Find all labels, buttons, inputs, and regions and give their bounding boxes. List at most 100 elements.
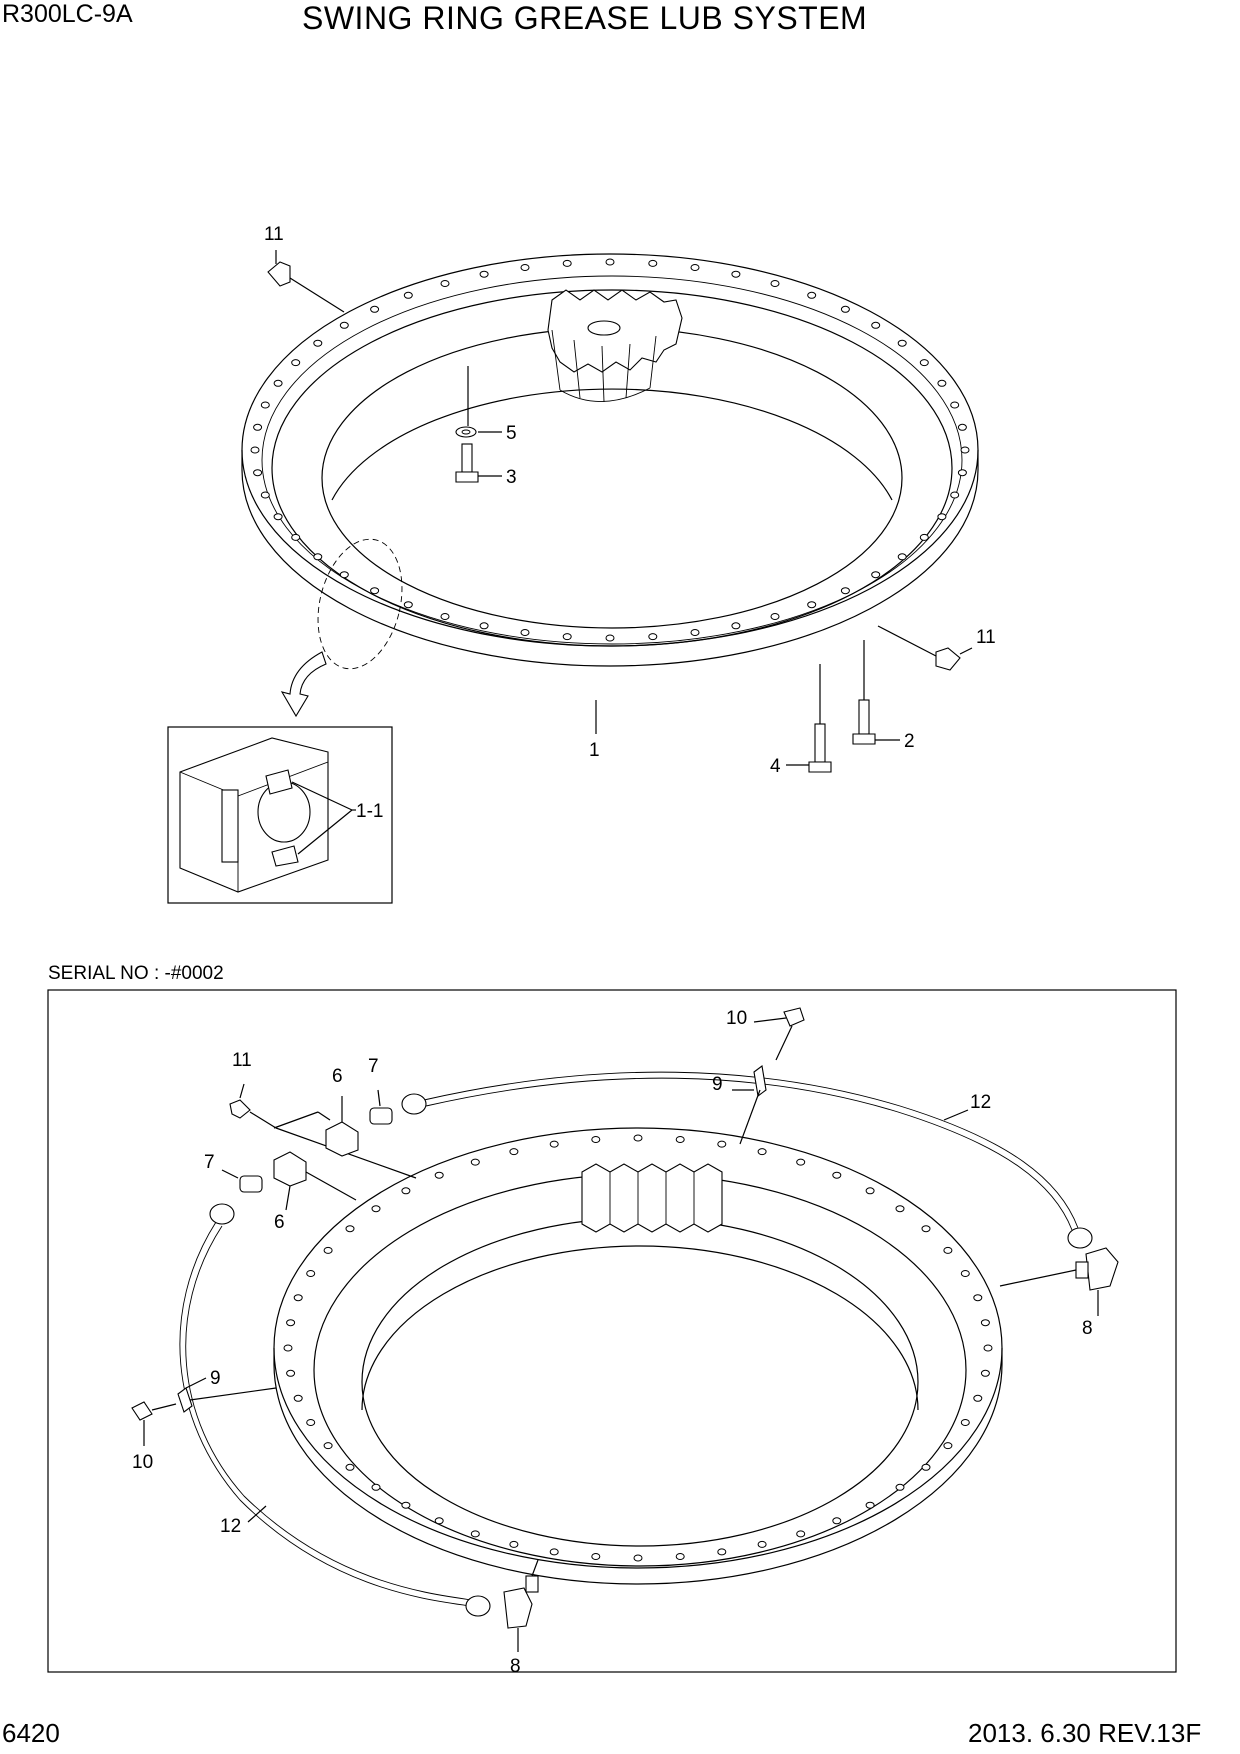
ring-bolt-hole (273, 379, 283, 387)
ring-bolt-hole (509, 1540, 519, 1548)
page-number: 6420 (2, 1718, 60, 1748)
ring-bolt-hole (937, 513, 947, 521)
ring-bolt-hole (291, 359, 301, 367)
ring-bolt-hole (345, 1463, 355, 1471)
ring-bolt-hole (562, 633, 572, 641)
ring-bolt-hole (717, 1140, 727, 1148)
ring-bolt-hole (973, 1294, 983, 1302)
ring-bolt-hole (980, 1369, 990, 1377)
ring-bolt-hole (960, 446, 970, 454)
ring-bolt-hole (770, 280, 780, 287)
detail-box-1-1 (167, 726, 393, 904)
ring-bolt-hole (796, 1530, 806, 1538)
ring-bolt-hole (832, 1517, 842, 1525)
callout-7-upper: 7 (368, 1056, 379, 1077)
ring-bolt-hole (260, 491, 270, 499)
ring-bolt-hole (895, 1483, 905, 1491)
ring-bolt-hole (865, 1187, 875, 1195)
ring-bolt-hole (717, 1548, 727, 1556)
ring-bolt-hole (648, 633, 658, 641)
ring-bolt-hole (520, 264, 530, 271)
ring-bolt-hole (345, 1225, 355, 1233)
ring-bolt-hole (950, 491, 960, 499)
callout-10-upper: 10 (726, 1008, 747, 1029)
ring-bolt-hole (897, 339, 907, 347)
grease-hose-12-upper (401, 1071, 1093, 1249)
ring-bolt-hole (937, 379, 947, 387)
ring-bolt-hole (895, 1205, 905, 1213)
callout-3: 3 (506, 467, 517, 488)
ring-bolt-hole (313, 553, 323, 561)
ring-bolt-hole (260, 401, 270, 409)
ring-bolt-hole (549, 1548, 559, 1556)
ring-bolt-hole (648, 259, 658, 267)
ring-bolt-hole (253, 423, 263, 431)
ring-bolt-hole (690, 629, 700, 636)
callout-7-lower: 7 (204, 1152, 215, 1173)
ring-bolt-hole (943, 1246, 953, 1254)
ring-bolt-hole (323, 1246, 333, 1254)
ring-bolt-hole (253, 469, 263, 477)
elbow-8-right (999, 1247, 1119, 1316)
ring-bolt-hole (983, 1344, 993, 1352)
ring-bolt-hole (434, 1171, 444, 1179)
grease-nipple-11-upper-left (267, 250, 345, 313)
ring-bolt-hole (957, 469, 967, 477)
ring-bolt-hole (807, 601, 817, 609)
callout-8-lower: 8 (510, 1656, 521, 1677)
callout-1-1: 1-1 (356, 801, 383, 822)
ring-bolt-hole (470, 1158, 480, 1166)
ring-bolt-hole (401, 1501, 411, 1509)
ring-bolt-hole (371, 1483, 381, 1491)
callout-6-lower: 6 (274, 1212, 285, 1233)
callout-12-lower: 12 (220, 1516, 241, 1537)
ring-bolt-hole (509, 1148, 519, 1156)
callout-6-upper: 6 (332, 1066, 343, 1087)
ring-bolt-hole (960, 1270, 970, 1277)
ring-bolt-hole (675, 1553, 685, 1560)
grease-nipple-11-lower (229, 1083, 417, 1179)
adapter-7-lower (221, 1169, 263, 1193)
ring-bolt-hole (919, 359, 929, 367)
ring-bolt-hole (440, 280, 450, 287)
model-number: R300LC-9A (2, 0, 133, 28)
grease-nipple-11-right (877, 625, 973, 671)
callout-8-right: 8 (1082, 1318, 1093, 1339)
ring-bolt-hole (283, 1344, 293, 1352)
ring-bolt-hole (757, 1148, 767, 1156)
serial-number-label: SERIAL NO : -#0002 (48, 963, 224, 984)
ring-bolt-hole (520, 629, 530, 636)
callout-10-lower: 10 (132, 1452, 153, 1473)
detail-marker (317, 538, 403, 670)
callout-9-lower: 9 (210, 1368, 221, 1389)
ring-bolt-hole (731, 622, 741, 630)
callout-4: 4 (770, 756, 781, 777)
ring-bolt-hole (950, 401, 960, 409)
swing-ring-upper (167, 250, 979, 904)
ring-bolt-hole (479, 622, 489, 630)
elbow-8-lower (503, 1559, 539, 1652)
detail-arrow (280, 651, 327, 718)
ring-bolt-hole (479, 270, 489, 278)
ring-bolt-hole (250, 446, 260, 454)
ring-bolt-hole (919, 533, 929, 541)
ring-bolt-hole (313, 339, 323, 347)
ring-bolt-hole (371, 1205, 381, 1213)
ring-bolt-hole (286, 1319, 296, 1327)
ring-bolt-hole (306, 1270, 316, 1277)
ring-bolt-hole (273, 513, 283, 521)
adapter-6-upper (273, 1096, 359, 1157)
ring-bolt-hole (943, 1442, 953, 1450)
ring-bolt-hole (323, 1442, 333, 1450)
swing-ring-lower (131, 1007, 1119, 1652)
ring-bolt-hole (562, 259, 572, 267)
clamp-9-lower (177, 1377, 277, 1413)
ring-bolt-hole (897, 553, 907, 561)
ring-bolt-hole (339, 321, 349, 329)
ring-bolt-hole (370, 587, 380, 595)
ring-bolt-hole (440, 613, 450, 620)
ring-bolt-hole (291, 533, 301, 541)
bolt-4 (786, 664, 832, 773)
grease-hose-12-lower (179, 1203, 491, 1617)
